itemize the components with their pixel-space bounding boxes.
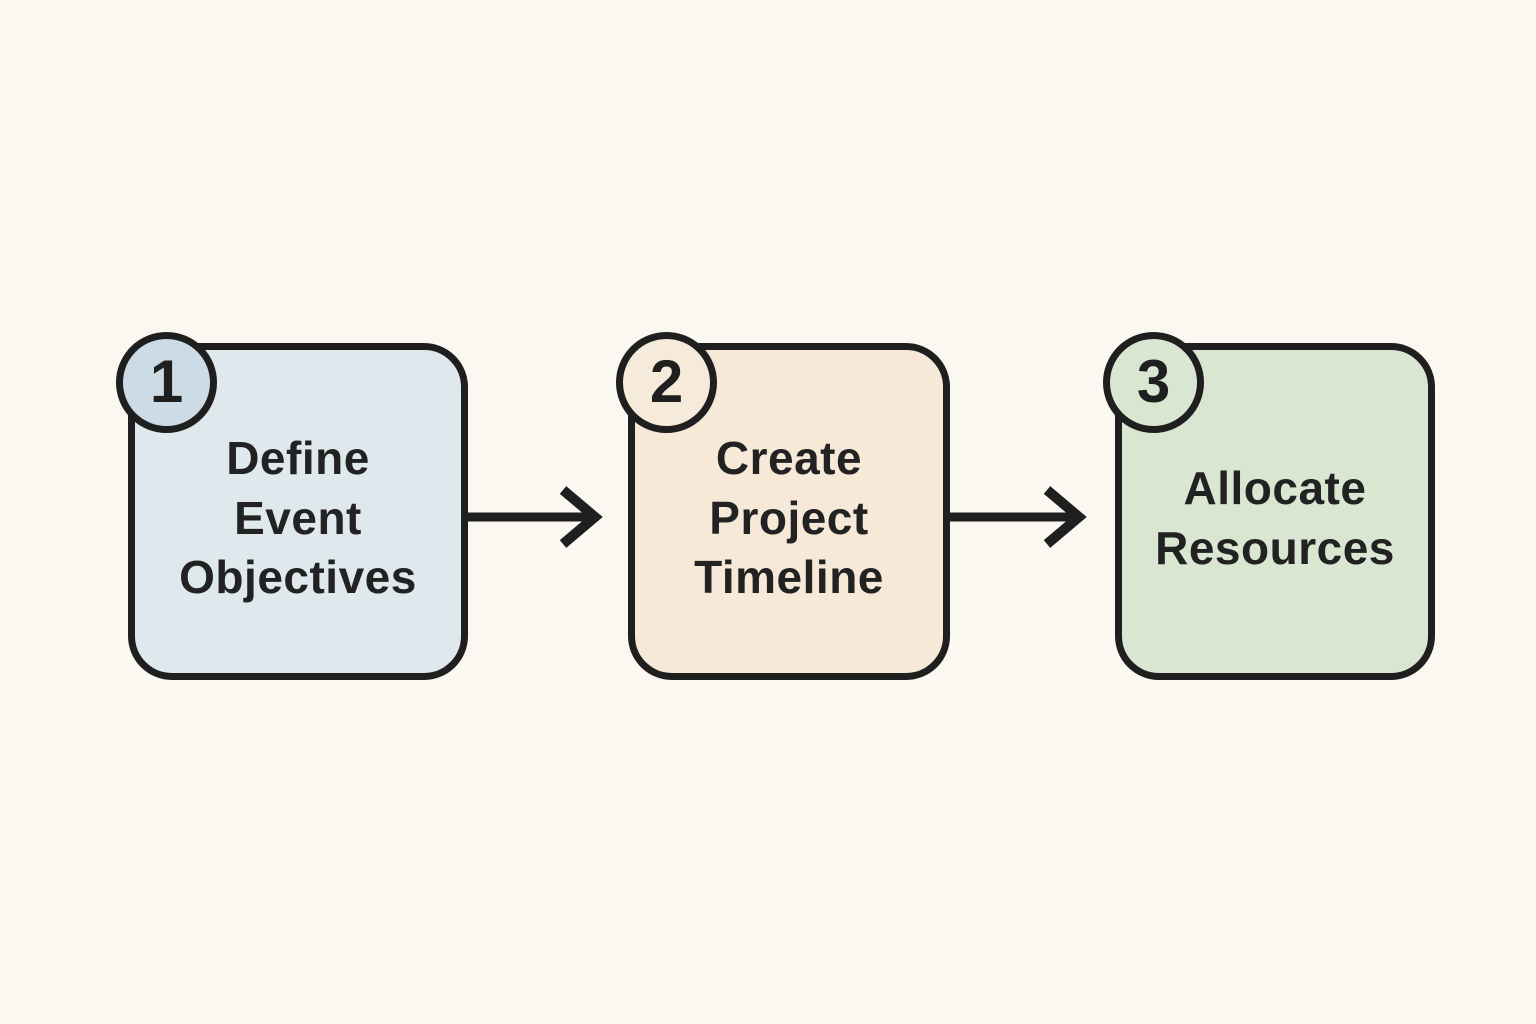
step-label: Allocate Resources: [1155, 461, 1395, 574]
step-box-allocate-resources: 3 Allocate Resources: [1103, 332, 1435, 680]
step-label: Create Project Timeline: [694, 431, 884, 604]
step-number-badge: 2: [616, 332, 717, 433]
step-number-badge: 1: [116, 332, 217, 433]
right-arrow-icon: [948, 467, 1088, 567]
step-box-define-event-objectives: 1 Define Event Objectives: [116, 332, 468, 680]
step-label: Define Event Objectives: [179, 431, 417, 604]
step-number: 3: [1136, 347, 1171, 415]
step-number: 1: [149, 347, 184, 415]
step-number-badge: 3: [1103, 332, 1204, 433]
step-number: 2: [649, 347, 684, 415]
right-arrow-icon: [464, 467, 604, 567]
step-box-create-project-timeline: 2 Create Project Timeline: [616, 332, 950, 680]
